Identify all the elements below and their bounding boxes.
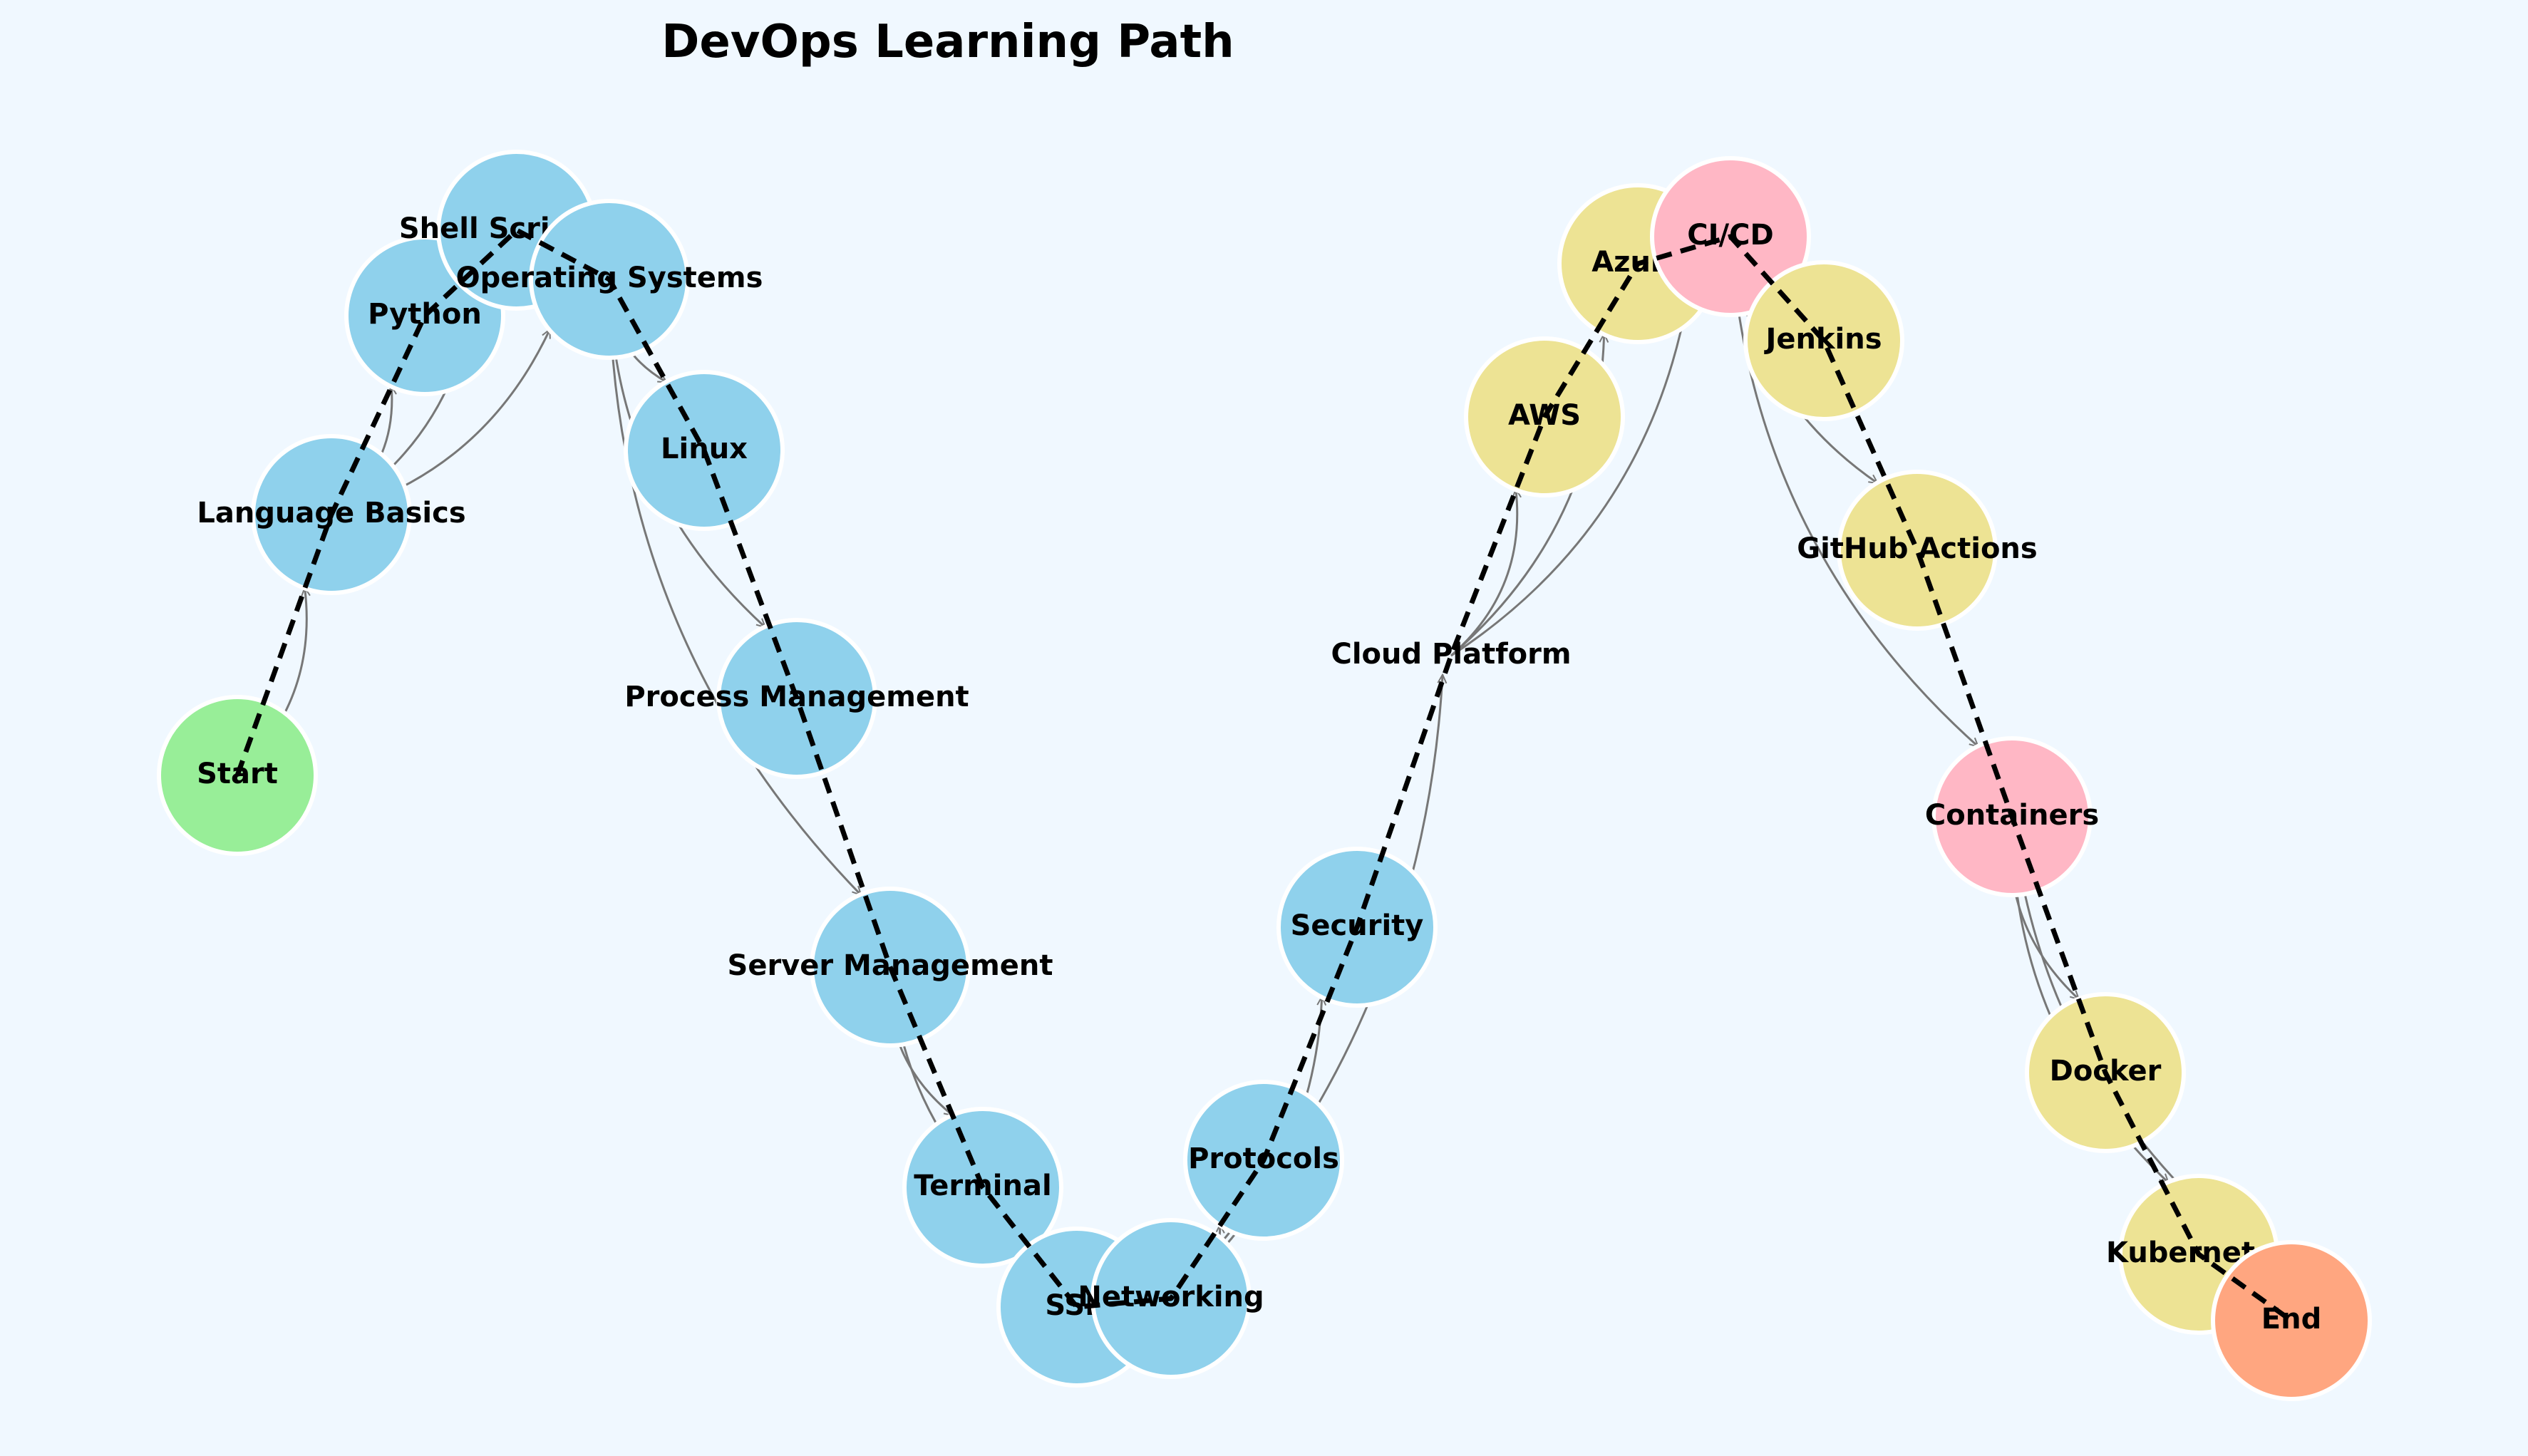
node-label: Server Management <box>728 949 1053 982</box>
node-circle <box>1837 470 1998 631</box>
node-label: Cloud Platform <box>1331 638 1571 671</box>
node-end: End <box>2211 1240 2372 1401</box>
diagram-title: DevOps Learning Path <box>661 16 1234 68</box>
node-label: Python <box>368 298 482 331</box>
node-label: GitHub Actions <box>1797 532 2037 565</box>
node-github-actions: GitHub Actions <box>1797 470 2038 631</box>
edge-cloud-to-cicd <box>1450 302 1687 657</box>
node-circle <box>2211 1240 2372 1401</box>
learning-path-line-layer <box>234 227 2294 1323</box>
learning-path-line <box>234 227 2294 1323</box>
node-cloud-platform: Cloud Platform <box>1331 638 1571 671</box>
node-label: Linux <box>661 433 748 465</box>
edge-cicd-to-containers <box>1729 236 1978 746</box>
edge-os-to-server <box>608 279 860 894</box>
node-circle <box>1743 260 1904 421</box>
node-label: End <box>2261 1303 2321 1336</box>
node-jenkins: Jenkins <box>1743 260 1904 421</box>
